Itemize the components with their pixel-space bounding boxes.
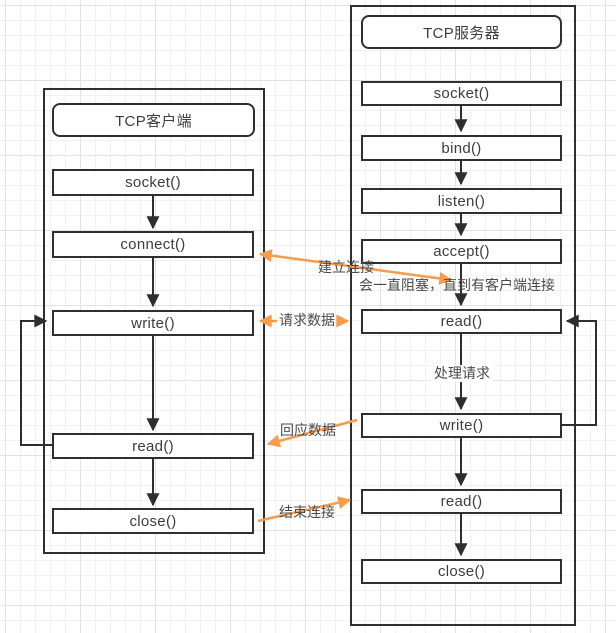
- node-label: socket(): [125, 174, 181, 191]
- server-loop-arrow: [562, 314, 597, 426]
- node-label: read(): [440, 493, 483, 510]
- server-title: TCP服务器: [423, 24, 500, 42]
- server-node-socket: socket(): [361, 81, 562, 106]
- node-label: listen(): [437, 192, 486, 210]
- server-node-read-2: read(): [361, 489, 562, 514]
- establish-arrow: [258, 249, 453, 285]
- server-node-bind: bind(): [361, 135, 562, 161]
- label-request-data: 请求数据: [279, 312, 335, 328]
- client-title-box: TCP客户端: [52, 103, 255, 137]
- node-label: accept(): [433, 243, 490, 260]
- node-label: bind(): [441, 139, 482, 157]
- client-node-socket: socket(): [52, 169, 254, 196]
- server-node-listen: listen(): [361, 188, 562, 214]
- server-node-read-1: read(): [361, 309, 562, 334]
- server-flow-arrows: [454, 106, 597, 557]
- client-loop-arrow: [20, 314, 52, 446]
- node-label: write(): [439, 417, 484, 434]
- client-node-read: read(): [52, 433, 254, 459]
- client-node-write: write(): [52, 310, 254, 336]
- label-response-data: 回应数据: [280, 422, 336, 438]
- node-label: socket(): [433, 85, 490, 102]
- server-node-close: close(): [361, 559, 562, 584]
- node-label: write(): [131, 314, 175, 332]
- client-node-close: close(): [52, 508, 254, 534]
- server-title-box: TCP服务器: [361, 15, 562, 49]
- label-block-note: 会一直阻塞，直到有客户端连接: [359, 277, 555, 293]
- client-flow-arrows: [20, 196, 160, 507]
- node-label: read(): [132, 437, 174, 455]
- label-establish-connection: 建立连接: [318, 259, 374, 275]
- node-label: close(): [437, 563, 486, 580]
- label-finish-connection: 结束连接: [279, 504, 335, 520]
- node-label: close(): [129, 512, 177, 530]
- node-label: read(): [440, 313, 483, 330]
- finish-arrow: [257, 496, 352, 523]
- label-process-request: 处理请求: [431, 365, 493, 382]
- server-node-write: write(): [361, 413, 562, 438]
- client-title: TCP客户端: [115, 112, 192, 130]
- node-label: connect(): [120, 236, 186, 253]
- response-arrow: [266, 418, 358, 448]
- comm-arrows: [257, 249, 453, 523]
- server-node-accept: accept(): [361, 239, 562, 264]
- client-node-connect: connect(): [52, 231, 254, 258]
